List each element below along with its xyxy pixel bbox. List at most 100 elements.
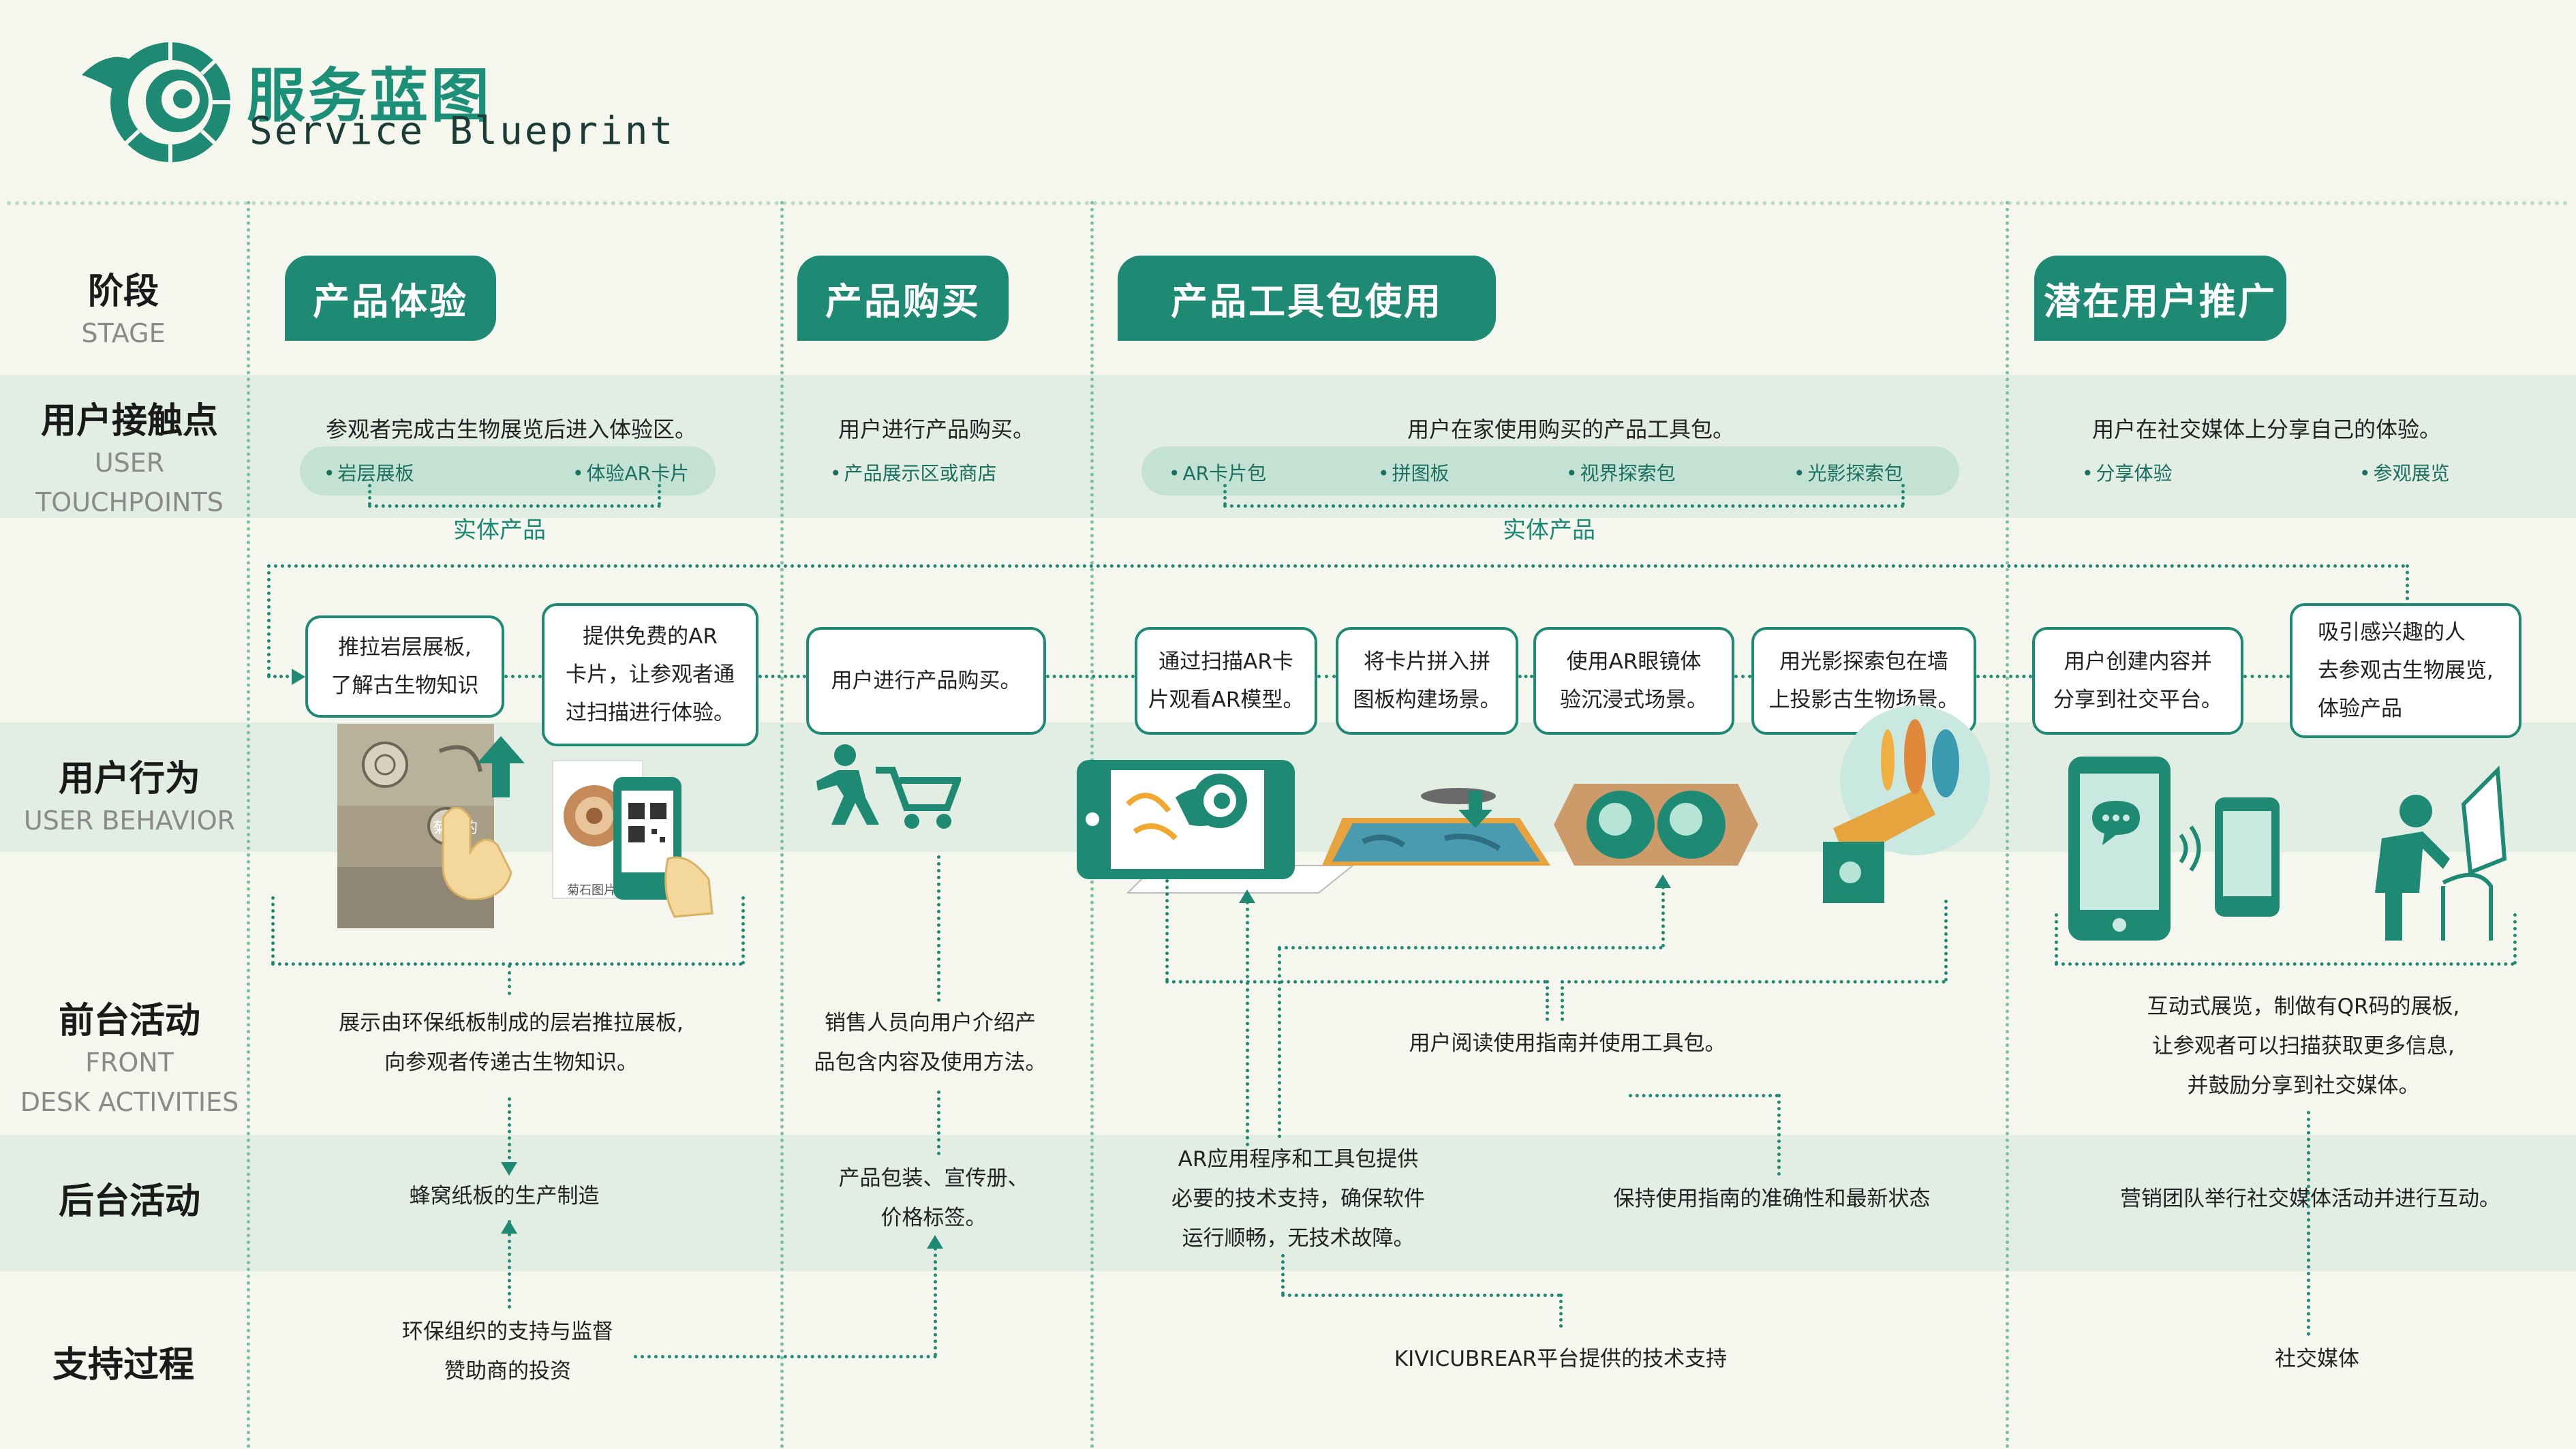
back-activity-1: 蜂窝纸板的生产制造 xyxy=(409,1184,600,1208)
flow-loop-line xyxy=(267,564,2407,568)
support-process-2: KIVICUBREAR平台提供的技术支持 xyxy=(1394,1347,1728,1371)
arrow xyxy=(501,1162,517,1176)
connector xyxy=(2055,913,2058,964)
connector xyxy=(508,1220,511,1309)
row-label-touchpoints: 用户接触点 USER TOUCHPOINTS xyxy=(35,401,224,517)
shopping-cart-icon xyxy=(811,743,963,834)
touchpoint-group-label: 实体产品 xyxy=(453,517,546,544)
touchpoint-item: 光影探索包 xyxy=(1794,459,1903,486)
connector xyxy=(368,484,371,506)
col-divider-2 xyxy=(780,201,784,1449)
connector xyxy=(937,855,940,1002)
connector xyxy=(1278,947,1281,1138)
connector xyxy=(368,504,661,508)
touchpoint-item: 分享体验 xyxy=(2082,459,2173,486)
back-activity-2: 产品包装、宣传册、价格标签。 xyxy=(838,1166,1029,1230)
behavior-box-8: 用户创建内容并分享到社交平台。 xyxy=(2032,627,2243,735)
card-caption: 菊石图片 xyxy=(567,883,616,898)
exhibition-visitor-icon xyxy=(2361,763,2518,950)
behavior-box-5: 将卡片拼入拼图板构建场景。 xyxy=(1336,627,1518,735)
behavior-box-7: 用光影探索包在墙上投影古生物场景。 xyxy=(1751,627,1976,735)
connector xyxy=(934,1240,937,1356)
up-arrow-icon xyxy=(477,736,525,800)
flow-loop-line xyxy=(267,675,301,678)
arrow xyxy=(1655,874,1671,888)
front-activity-2: 销售人员向用户介绍产品包含内容及使用方法。 xyxy=(814,1011,1047,1075)
touchpoint-item: 岩层展板 xyxy=(324,459,414,486)
connector xyxy=(271,896,275,964)
row-label-support: 支持过程 xyxy=(52,1345,194,1386)
connector xyxy=(1559,1294,1563,1328)
connector xyxy=(1518,675,1533,678)
connector xyxy=(2307,1111,2310,1336)
light-projector-illustration xyxy=(1813,705,1990,913)
touchpoint-desc-1: 参观者完成古生物展览后进入体验区。 xyxy=(326,416,697,442)
connector xyxy=(1281,1294,1561,1297)
connector xyxy=(1281,1254,1285,1295)
touchpoint-item: 视界探索包 xyxy=(1566,459,1676,486)
connector xyxy=(1223,484,1227,506)
connector xyxy=(2055,962,2515,966)
connector xyxy=(1561,980,1946,983)
support-process-1: 环保组织的支持与监督赞助商的投资 xyxy=(402,1320,613,1384)
row-label-behavior: 用户行为 USER BEHAVIOR xyxy=(23,759,236,836)
touchpoint-item: 产品展示区或商店 xyxy=(830,459,997,486)
touchpoint-desc-4: 用户在社交媒体上分享自己的体验。 xyxy=(2092,416,2442,442)
connector xyxy=(271,962,743,966)
behavior-box-4: 通过扫描AR卡片观看AR模型。 xyxy=(1135,627,1317,735)
connector xyxy=(1734,675,1751,678)
connector xyxy=(937,1090,940,1155)
arrow xyxy=(292,669,305,685)
social-phones-icon xyxy=(2065,753,2283,947)
nautilus-logo-icon xyxy=(75,34,239,164)
connector xyxy=(508,964,511,995)
back-activity-5: 营销团队举行社交媒体活动并进行互动。 xyxy=(2120,1187,2500,1211)
connector xyxy=(1777,1094,1781,1176)
behavior-box-3: 用户进行产品购买。 xyxy=(806,627,1046,735)
connector xyxy=(1317,675,1336,678)
connector xyxy=(658,484,661,506)
header-divider xyxy=(7,201,2569,205)
behavior-box-9: 吸引感兴趣的人去参观古生物展览,体验产品 xyxy=(2290,603,2521,738)
connector xyxy=(1901,484,1905,506)
behavior-box-1: 推拉岩层展板,了解古生物知识 xyxy=(305,615,504,718)
connector xyxy=(1561,980,1564,1021)
puzzle-board-illustration xyxy=(1315,777,1561,882)
connector xyxy=(1246,894,1249,1146)
col-divider-4 xyxy=(2006,201,2009,1449)
connector xyxy=(504,675,542,678)
back-band xyxy=(0,1135,2576,1271)
ar-glasses-icon xyxy=(1547,780,1765,872)
stage-pill-4: 潜在用户推广 xyxy=(2034,256,2286,341)
hand-push-icon xyxy=(429,791,525,902)
stage-pill-3: 产品工具包使用 xyxy=(1118,256,1496,341)
connector xyxy=(1165,879,1169,981)
front-activity-1: 展示由环保纸板制成的层岩推拉展板,向参观者传递古生物知识。 xyxy=(339,1011,684,1075)
connector xyxy=(1278,946,1663,949)
touchpoint-item: 参观展览 xyxy=(2359,459,2450,486)
stage-pill-1: 产品体验 xyxy=(285,256,496,341)
arrow xyxy=(927,1235,943,1249)
flow-loop-line xyxy=(2406,564,2409,607)
arrow xyxy=(1239,889,1255,903)
connector xyxy=(1165,980,1547,983)
back-activity-3: AR应用程序和工具包提供必要的技术支持，确保软件运行顺畅，无技术故障。 xyxy=(1171,1147,1425,1251)
touchpoint-item: AR卡片包 xyxy=(1169,459,1267,486)
touchpoint-item: 体验AR卡片 xyxy=(572,459,690,486)
page-subtitle: Service Blueprint xyxy=(249,109,675,153)
page-title: 服务蓝图 xyxy=(247,61,492,130)
connector xyxy=(1629,1094,1779,1097)
front-activity-4: 互动式展览，制做有QR码的展板,让参观者可以扫描获取更多信息,并鼓励分享到社交媒… xyxy=(2147,994,2460,1098)
support-process-3: 社交媒体 xyxy=(2275,1347,2359,1371)
connector xyxy=(1944,900,1948,981)
behavior-box-6: 使用AR眼镜体验沉浸式场景。 xyxy=(1533,627,1734,735)
connector xyxy=(1546,980,1549,1021)
touchpoint-item: 拼图板 xyxy=(1378,459,1450,486)
stage-pill-2: 产品购买 xyxy=(797,256,1009,341)
connector xyxy=(508,1097,511,1172)
arrow xyxy=(501,1220,517,1234)
connector xyxy=(634,1355,937,1358)
row-label-front: 前台活动 FRONT DESK ACTIVITIES xyxy=(20,1001,239,1117)
row-label-stage: 阶段 STAGE xyxy=(81,271,166,348)
